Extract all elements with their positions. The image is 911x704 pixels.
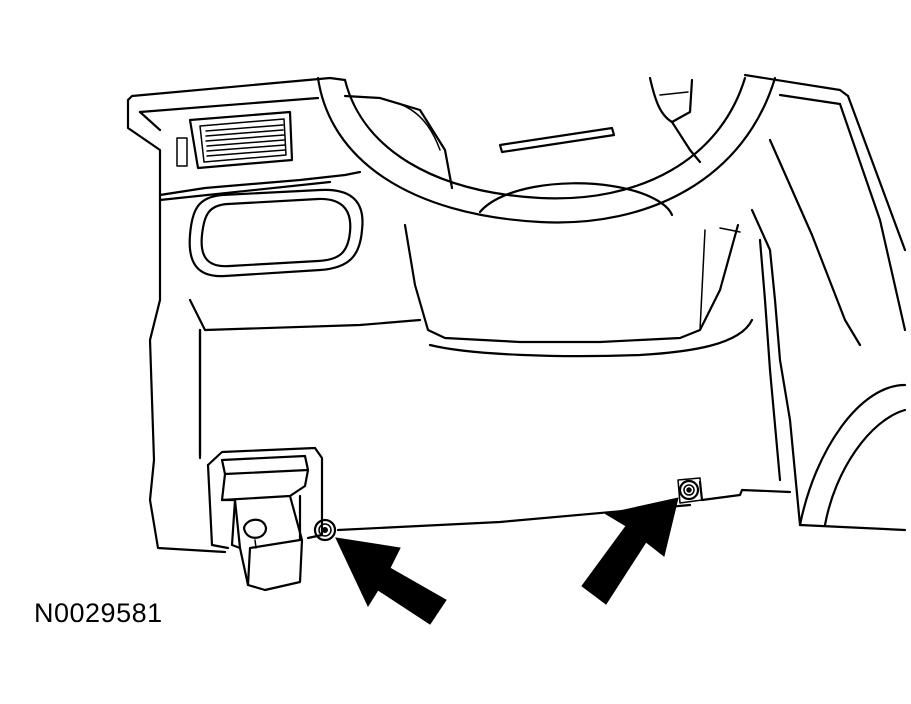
screw-right [677, 477, 703, 504]
air-vent [176, 110, 294, 170]
steering-column-cover [403, 223, 754, 358]
storage-opening [188, 188, 364, 278]
arrow-right [581, 497, 679, 605]
figure-part-number: N0029581 [34, 598, 163, 628]
arrow-left [335, 537, 447, 625]
steering-wheel [316, 76, 777, 224]
parking-brake-release-handle [206, 446, 324, 592]
instrument-panel-outline [126, 73, 907, 554]
screw-left [313, 518, 337, 542]
